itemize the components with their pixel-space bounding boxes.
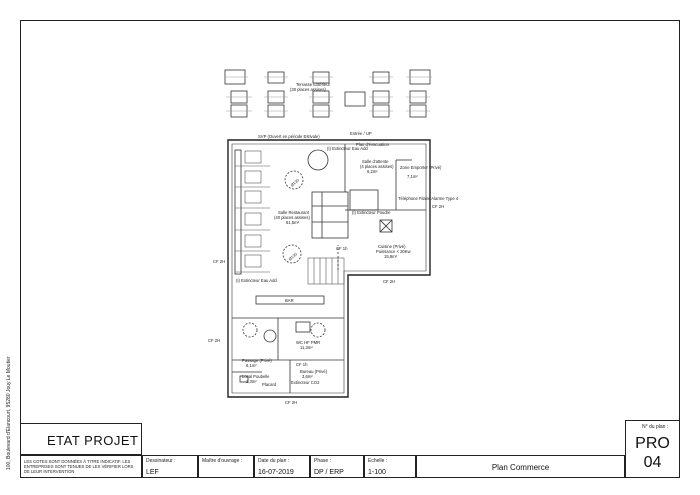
- attente-area: 6,2m²: [367, 169, 378, 174]
- emporter-area: 7,1m²: [407, 174, 418, 179]
- plan-title: Plan Commerce: [491, 463, 550, 472]
- local-area: 2,3m²: [246, 379, 257, 384]
- passage-area: 6,1m²: [246, 363, 257, 368]
- scale-label: Echelle :: [368, 458, 388, 464]
- attente-sub: (4 places assises): [360, 164, 394, 169]
- cf2h-mid: CF 2H: [383, 279, 395, 284]
- date-cell: Date du plan : 16-07-2019: [254, 455, 310, 478]
- bureau-area: 3,6m²: [302, 374, 313, 379]
- owner-cell: Maître d'ouvrage :: [198, 455, 254, 478]
- cf2h-bottom: CF 2H: [285, 400, 297, 405]
- salle-sub: (40 places assises): [274, 215, 310, 220]
- cf-label-2: CF 1h: [296, 362, 308, 367]
- designer-label: Dessinateur :: [146, 458, 176, 464]
- svg-text:Ø130: Ø130: [289, 177, 300, 188]
- cuisine-sub: Puissance < 20Kw: [376, 249, 412, 254]
- phase-cell: Phase : DP / ERP: [310, 455, 364, 478]
- terrace-label: Terrasse Extérieur: [296, 82, 331, 87]
- phase-label: Phase :: [314, 458, 331, 464]
- emporter-label: Zone Emporter (Privé): [400, 165, 442, 170]
- wc-label: WC HF PMR: [296, 340, 320, 345]
- plan-number-code: PRO: [635, 435, 670, 452]
- cf-label-1: CF 1h: [336, 246, 348, 251]
- svg-text:Ø130: Ø130: [287, 251, 298, 262]
- salle-area: 61,5m²: [286, 220, 300, 225]
- status-title: ETAT PROJET: [47, 433, 139, 448]
- disclaimer-cell: LES COTES SONT DONNÉES À TITRE INDICATIF…: [20, 455, 142, 478]
- plan-title-cell: Plan Commerce: [416, 455, 625, 478]
- building-outline: [227, 139, 431, 398]
- disclaimer-note: LES COTES SONT DONNÉES À TITRE INDICATIF…: [24, 459, 134, 474]
- scale-cell: Echelle : 1-100: [364, 455, 416, 478]
- designer-value: LEF: [146, 469, 159, 476]
- cf2h-low: CF 2H: [208, 338, 220, 343]
- plan-evac-label: Plan d'évacuation: [356, 142, 390, 147]
- cuisine-area: 15,8m²: [384, 254, 398, 259]
- cf2h-left: CF 2H: [213, 259, 225, 264]
- scale-value: 1-100: [368, 469, 386, 476]
- exit-label: SVP (Ouvert en période Estivale): [258, 134, 320, 139]
- plan-number-index: 04: [643, 454, 662, 471]
- bar-label: BAR: [285, 298, 294, 303]
- phase-value: DP / ERP: [314, 469, 344, 476]
- status-cell: ETAT PROJET: [20, 423, 142, 455]
- extincteur-label-2: (I) Extincteur Poudre: [352, 210, 391, 215]
- owner-label: Maître d'ouvrage :: [202, 458, 243, 464]
- passage-label: Passage (Privé): [242, 358, 272, 363]
- date-value: 16-07-2019: [258, 469, 294, 476]
- cuisine-label: Cuisine (Privé): [378, 244, 406, 249]
- date-label: Date du plan :: [258, 458, 290, 464]
- entree-label: Entrée / UP: [350, 131, 372, 136]
- terrace-sub: (30 places assises): [290, 87, 326, 92]
- extincteur-label-4: Extincteur CO2: [291, 380, 320, 385]
- wc-area: 11,3m²: [300, 345, 313, 350]
- local-label: Local Poubelle: [242, 374, 270, 379]
- designer-cell: Dessinateur : LEF: [142, 455, 198, 478]
- extincteur-label-1: (I) Extincteur Eau Add: [327, 146, 368, 151]
- extincteur-label-3: (I) Extincteur Eau Add: [236, 278, 277, 283]
- plan-number-cell: N° du plan : PRO 04: [625, 420, 680, 478]
- telephone-label: Téléphone Filaire Alarme Type 4: [398, 196, 459, 201]
- plan-number-label: N° du plan :: [642, 424, 669, 430]
- attente-label: Salle d'attente: [362, 159, 389, 164]
- bureau-label: Bureau (Privé): [300, 369, 328, 374]
- cf2h-right-top: CF 2H: [432, 204, 444, 209]
- salle-label: Salle Restaurant: [278, 210, 310, 215]
- placard-label: Placard: [262, 382, 277, 387]
